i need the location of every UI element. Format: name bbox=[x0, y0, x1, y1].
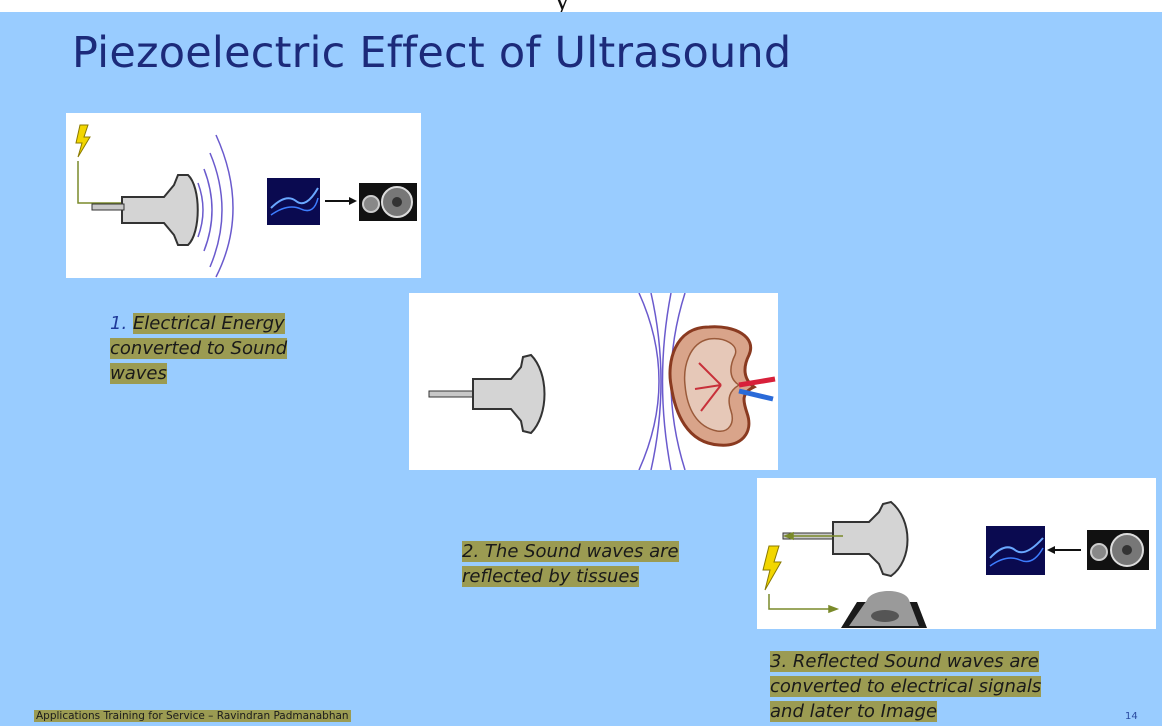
footer-text: Applications Training for Service – Ravi… bbox=[34, 710, 351, 722]
arrow-icon bbox=[325, 197, 357, 205]
step1-caption: 1. Electrical Energy converted to Sound … bbox=[110, 311, 320, 386]
step3-text: Reflected Sound waves are converted to e… bbox=[770, 651, 1041, 722]
step3-line: 3. Reflected Sound waves are converted t… bbox=[770, 651, 1041, 722]
kidney-icon bbox=[670, 327, 775, 445]
electric-signal-icon bbox=[986, 526, 1045, 575]
panel-step1-diagram bbox=[66, 113, 421, 278]
sound-wave-icon bbox=[198, 135, 233, 277]
step1-text: Electrical Energy converted to Sound wav… bbox=[110, 313, 287, 384]
gear-icon bbox=[1087, 530, 1149, 570]
lightning-bolt-icon bbox=[763, 546, 781, 590]
top-strip: y bbox=[0, 0, 1162, 12]
step2-caption: 2. The Sound waves are reflected by tiss… bbox=[462, 539, 707, 589]
top-partial-text: y bbox=[555, 0, 570, 12]
gear-icon bbox=[359, 183, 417, 221]
transducer-probe-icon bbox=[429, 355, 545, 433]
slide-title: Piezoelectric Effect of Ultrasound bbox=[72, 28, 791, 78]
step3-number: 3. bbox=[770, 651, 787, 672]
transducer-probe-icon bbox=[92, 175, 198, 245]
page-number: 14 bbox=[1125, 711, 1138, 722]
step3-caption: 3. Reflected Sound waves are converted t… bbox=[770, 649, 1070, 724]
arrow-icon bbox=[1047, 546, 1081, 554]
step1-number: 1. bbox=[110, 313, 127, 334]
lightning-bolt-icon bbox=[76, 125, 90, 157]
ultrasound-image-icon bbox=[841, 591, 927, 628]
panel-step2-diagram bbox=[409, 293, 778, 470]
transducer-probe-icon bbox=[783, 502, 908, 576]
step2-number: 2. bbox=[462, 541, 479, 562]
electric-signal-icon bbox=[267, 178, 320, 225]
step2-text: The Sound waves are reflected by tissues bbox=[462, 541, 679, 587]
panel-step3-diagram bbox=[757, 478, 1156, 629]
step2-line: 2. The Sound waves are reflected by tiss… bbox=[462, 541, 679, 587]
wire-icon bbox=[769, 594, 837, 612]
